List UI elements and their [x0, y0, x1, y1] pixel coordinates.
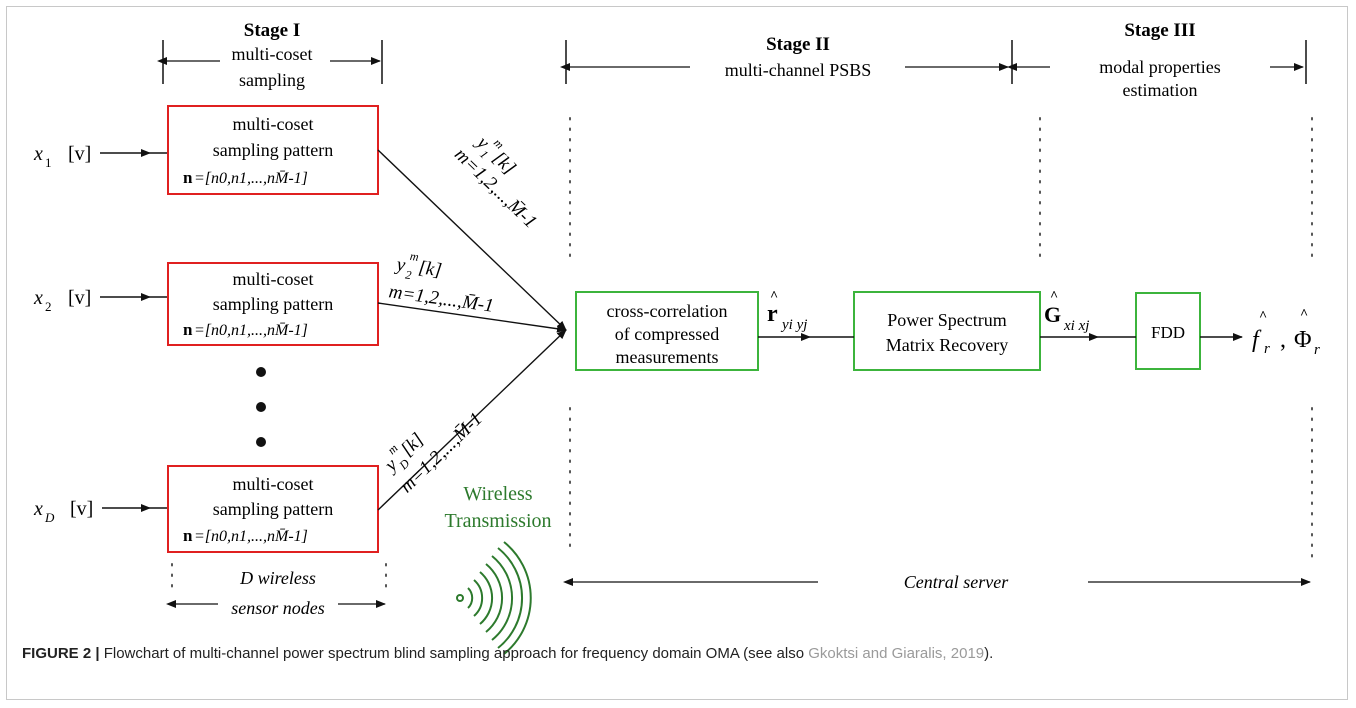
caption-text: Flowchart of multi-channel power spectru… — [99, 645, 809, 662]
psm-recovery-box: Power Spectrum Matrix Recovery — [853, 291, 1041, 371]
svg-text:^: ^ — [770, 289, 778, 304]
caption-citation-link[interactable]: Gkoktsi and Giaralis, 2019 — [808, 645, 985, 662]
svg-text:^: ^ — [1300, 307, 1308, 322]
crosscorr-line3: measurements — [616, 347, 719, 367]
figure-frame — [6, 6, 1348, 700]
sampler-box-D-pattern: =[n0,n1,...,nM̄-1] — [194, 528, 308, 545]
sampler-box-1-line1: multi-coset — [233, 114, 314, 134]
sensor-nodes-line1: D wireless — [239, 568, 316, 588]
fdd-label: FDD — [1151, 323, 1185, 342]
sampler-box-2-line1: multi-coset — [233, 269, 314, 289]
channel-label-1: y 1 m [k] m=1,2,...,M̄-1 — [450, 131, 541, 233]
channel-label-D: y D m [k] m=1,2,...,M̄-1 — [379, 409, 486, 498]
channel-line-D — [377, 329, 567, 511]
input-xD: x D [v] — [33, 498, 168, 525]
svg-text:y: y — [393, 254, 407, 276]
sensor-nodes-annotation: D wireless sensor nodes — [166, 568, 386, 618]
crosscorr-line2: of compressed — [615, 324, 719, 344]
g-hat-subs: xi xj — [1063, 318, 1089, 334]
stage2-line1: multi-channel PSBS — [725, 60, 872, 80]
sampler-box-1-n: n — [183, 168, 193, 187]
output-signals: ^ f r , ^ Φ r — [1252, 307, 1320, 358]
stage1-line1: multi-coset — [232, 44, 313, 64]
sensor-nodes-line2: sensor nodes — [231, 598, 325, 618]
sampler-box-2-n: n — [183, 320, 193, 339]
wireless-signal-icon — [456, 541, 532, 655]
sampler-box-1: multi-coset sampling pattern n =[n0,n1,.… — [167, 105, 379, 195]
caption-figure-label: FIGURE 2 | — [22, 645, 100, 662]
stage2-title: Stage II — [766, 34, 830, 55]
central-server-label: Central server — [904, 572, 1009, 592]
output-f-sub: r — [1264, 341, 1270, 357]
svg-text:2: 2 — [405, 267, 413, 282]
crosscorr-line1: cross-correlation — [607, 301, 728, 321]
stage3-line2: estimation — [1123, 80, 1198, 100]
fdd-box: FDD — [1135, 292, 1201, 370]
input-x1: x 1 [v] — [33, 143, 168, 170]
figure-caption: FIGURE 2 | Flowchart of multi-channel po… — [22, 645, 1332, 662]
sampler-box-D-line2: sampling pattern — [213, 499, 333, 519]
stage3-line1: modal properties — [1099, 57, 1220, 77]
channel-line-2 — [377, 302, 567, 333]
sampler-box-D-n: n — [183, 526, 193, 545]
caption-end: ). — [984, 645, 994, 662]
sampler-box-1-line2: sampling pattern — [213, 140, 333, 160]
input-xD-sym: x — [33, 498, 43, 520]
sampler-box-D: multi-coset sampling pattern n =[n0,n1,.… — [167, 465, 379, 553]
sampler-box-2-pattern: =[n0,n1,...,nM̄-1] — [194, 322, 308, 339]
channel-lines — [377, 149, 567, 511]
psm-line1: Power Spectrum — [887, 310, 1006, 330]
stage-dividers — [171, 117, 1313, 591]
input-xD-arg: [v] — [70, 498, 93, 520]
svg-text:m: m — [409, 249, 420, 264]
sampler-box-2: multi-coset sampling pattern n =[n0,n1,.… — [167, 262, 379, 346]
input-x2-sym: x — [33, 287, 43, 309]
input-x1-sym: x — [33, 143, 43, 165]
wireless-transmission: Wireless Transmission — [444, 483, 552, 655]
input-xD-sub: D — [44, 510, 55, 525]
sampler-box-1-pattern: =[n0,n1,...,nM̄-1] — [194, 170, 308, 187]
g-hat-sym: G — [1044, 302, 1061, 327]
stage3-header: Stage III modal properties estimation — [1007, 20, 1307, 100]
stage3-title: Stage III — [1124, 20, 1195, 41]
channel-line-1 — [377, 149, 567, 331]
input-x2: x 2 [v] — [33, 287, 168, 314]
stage1-line2: sampling — [239, 70, 305, 90]
output-f: f — [1252, 327, 1262, 353]
wireless-line2: Transmission — [444, 510, 551, 532]
svg-text:^: ^ — [1050, 289, 1058, 304]
r-hat-signal: ^ r yi yj — [767, 289, 807, 333]
input-x2-sub: 2 — [45, 299, 52, 314]
wireless-line1: Wireless — [463, 483, 532, 505]
sampler-box-2-line2: sampling pattern — [213, 294, 333, 314]
stage1-header: Stage I multi-coset sampling — [157, 20, 383, 90]
svg-text:^: ^ — [1259, 309, 1267, 324]
input-x1-sub: 1 — [45, 155, 52, 170]
crosscorr-box: cross-correlation of compressed measurem… — [575, 291, 759, 371]
stage1-title: Stage I — [244, 20, 300, 41]
output-separator: , — [1280, 327, 1286, 353]
central-server-annotation: Central server — [563, 572, 1311, 592]
stage2-header: Stage II multi-channel PSBS — [560, 34, 1013, 84]
output-phi-sub: r — [1314, 342, 1320, 358]
g-hat-signal: ^ G xi xj — [1044, 289, 1089, 334]
input-x2-arg: [v] — [68, 287, 91, 309]
svg-text:[k]: [k] — [417, 257, 443, 281]
ellipsis-dots — [256, 367, 266, 447]
r-hat-subs: yi yj — [780, 317, 807, 333]
psm-line2: Matrix Recovery — [886, 335, 1008, 355]
output-phi: Φ — [1294, 327, 1312, 353]
sampler-box-D-line1: multi-coset — [233, 474, 314, 494]
input-x1-arg: [v] — [68, 143, 91, 165]
r-hat-sym: r — [767, 301, 778, 327]
